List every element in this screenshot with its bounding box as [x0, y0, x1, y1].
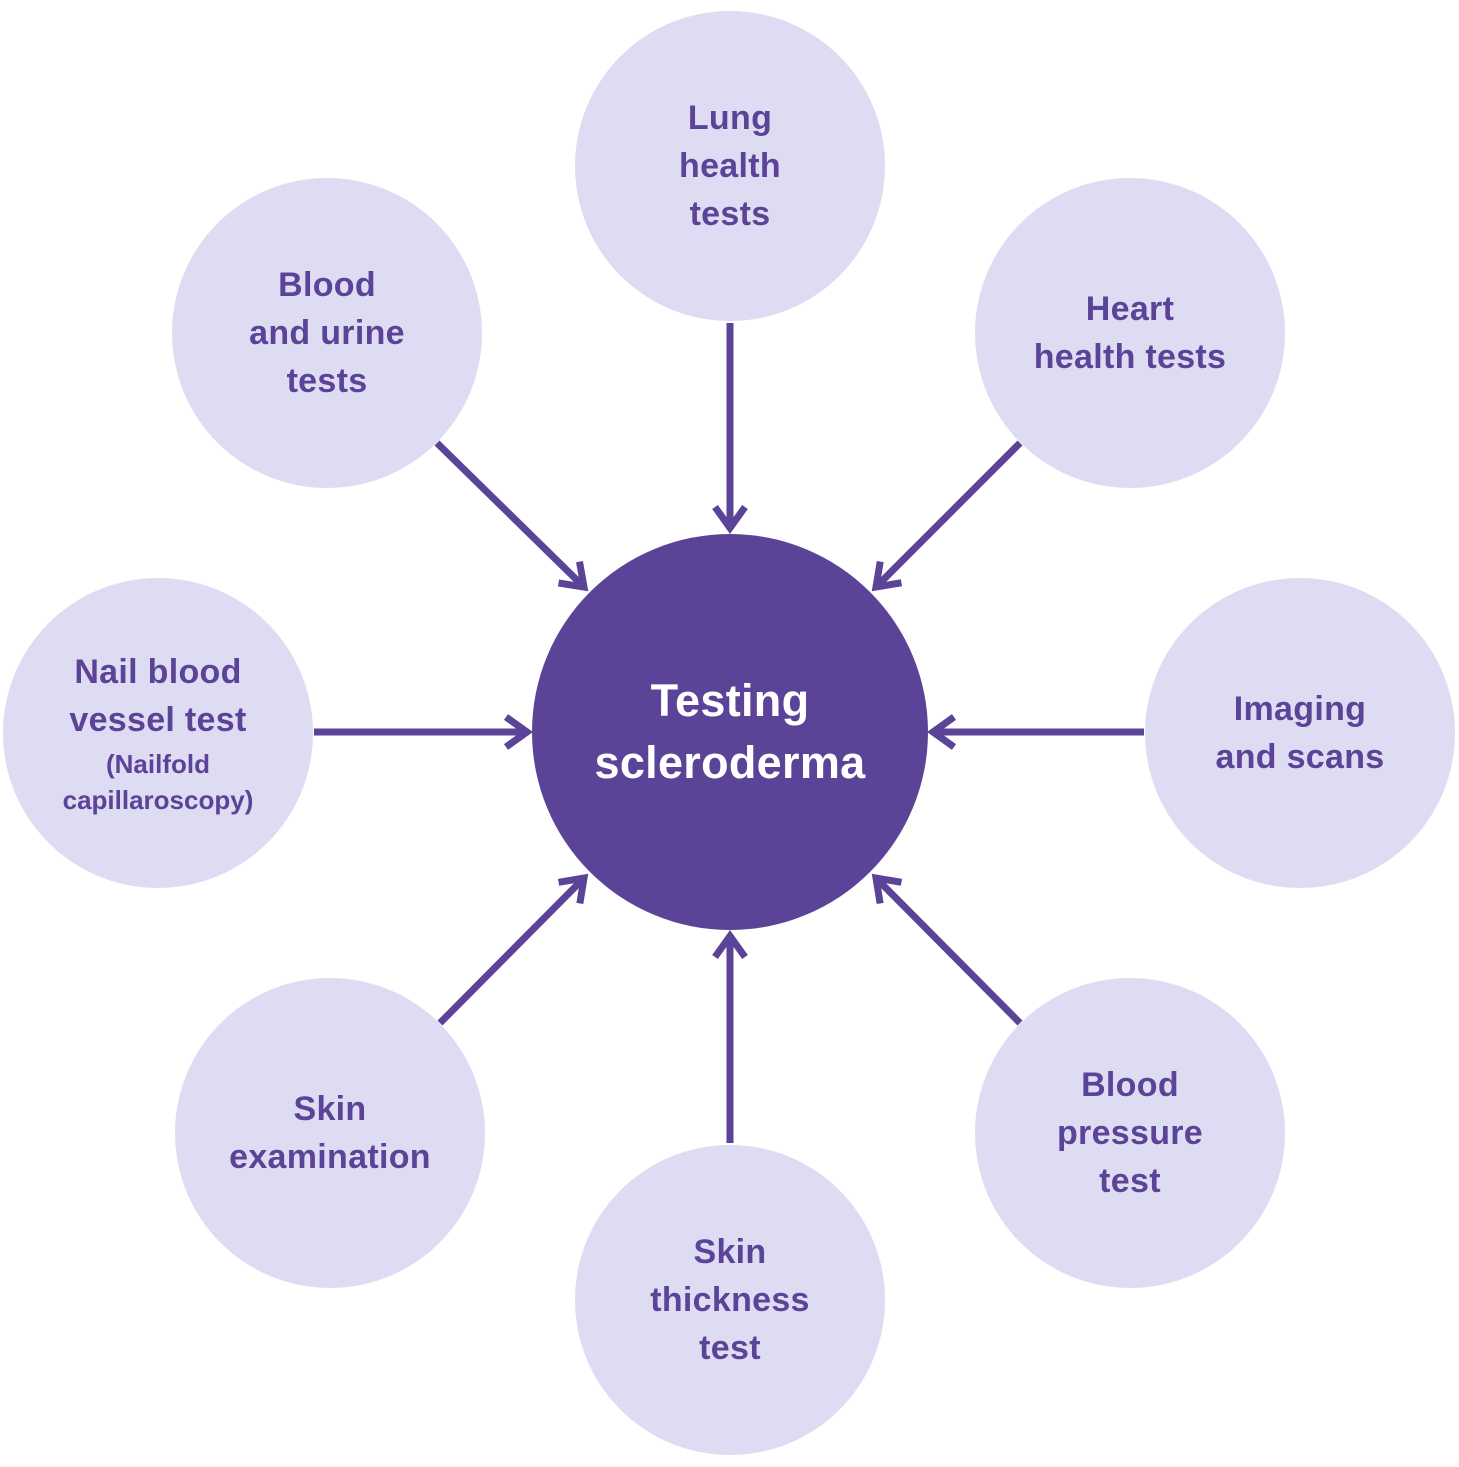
node-label: Skin examination — [229, 1090, 431, 1176]
center-node-label: Testing scleroderma — [594, 675, 866, 788]
node-label: Imaging and scans — [1215, 690, 1385, 776]
arrow-from-blood-and-urine-tests — [434, 440, 589, 592]
node-blood-pressure-test: Blood pressure test — [975, 978, 1285, 1288]
node-lung-health-tests: Lung health tests — [575, 11, 885, 321]
node-label: Heart health tests — [1033, 290, 1227, 376]
arrow-from-heart-health-tests — [871, 440, 1023, 592]
node-skin-thickness-test: Skin thickness test — [575, 1145, 885, 1455]
node-label: Nail blood vessel test — [69, 653, 247, 739]
arrow-from-blood-pressure-test — [871, 873, 1023, 1026]
node-label: Blood and urine tests — [249, 266, 405, 400]
node-sublabel: (Nailfold capillaroscopy) — [62, 749, 254, 815]
arrow-from-skin-examination — [437, 873, 589, 1026]
node-label: Skin thickness test — [650, 1233, 810, 1367]
node-imaging-and-scans: Imaging and scans — [1145, 578, 1455, 888]
node-nail-blood-vessel-test: Nail blood vessel test (Nailfold capilla… — [3, 578, 313, 888]
node-label: Blood pressure test — [1056, 1066, 1204, 1200]
node-heart-health-tests: Heart health tests — [975, 178, 1285, 488]
node-label: Lung health tests — [679, 99, 781, 233]
center-node-testing-scleroderma: Testing scleroderma — [532, 534, 928, 930]
node-blood-and-urine-tests: Blood and urine tests — [172, 178, 482, 488]
node-skin-examination: Skin examination — [175, 978, 485, 1288]
